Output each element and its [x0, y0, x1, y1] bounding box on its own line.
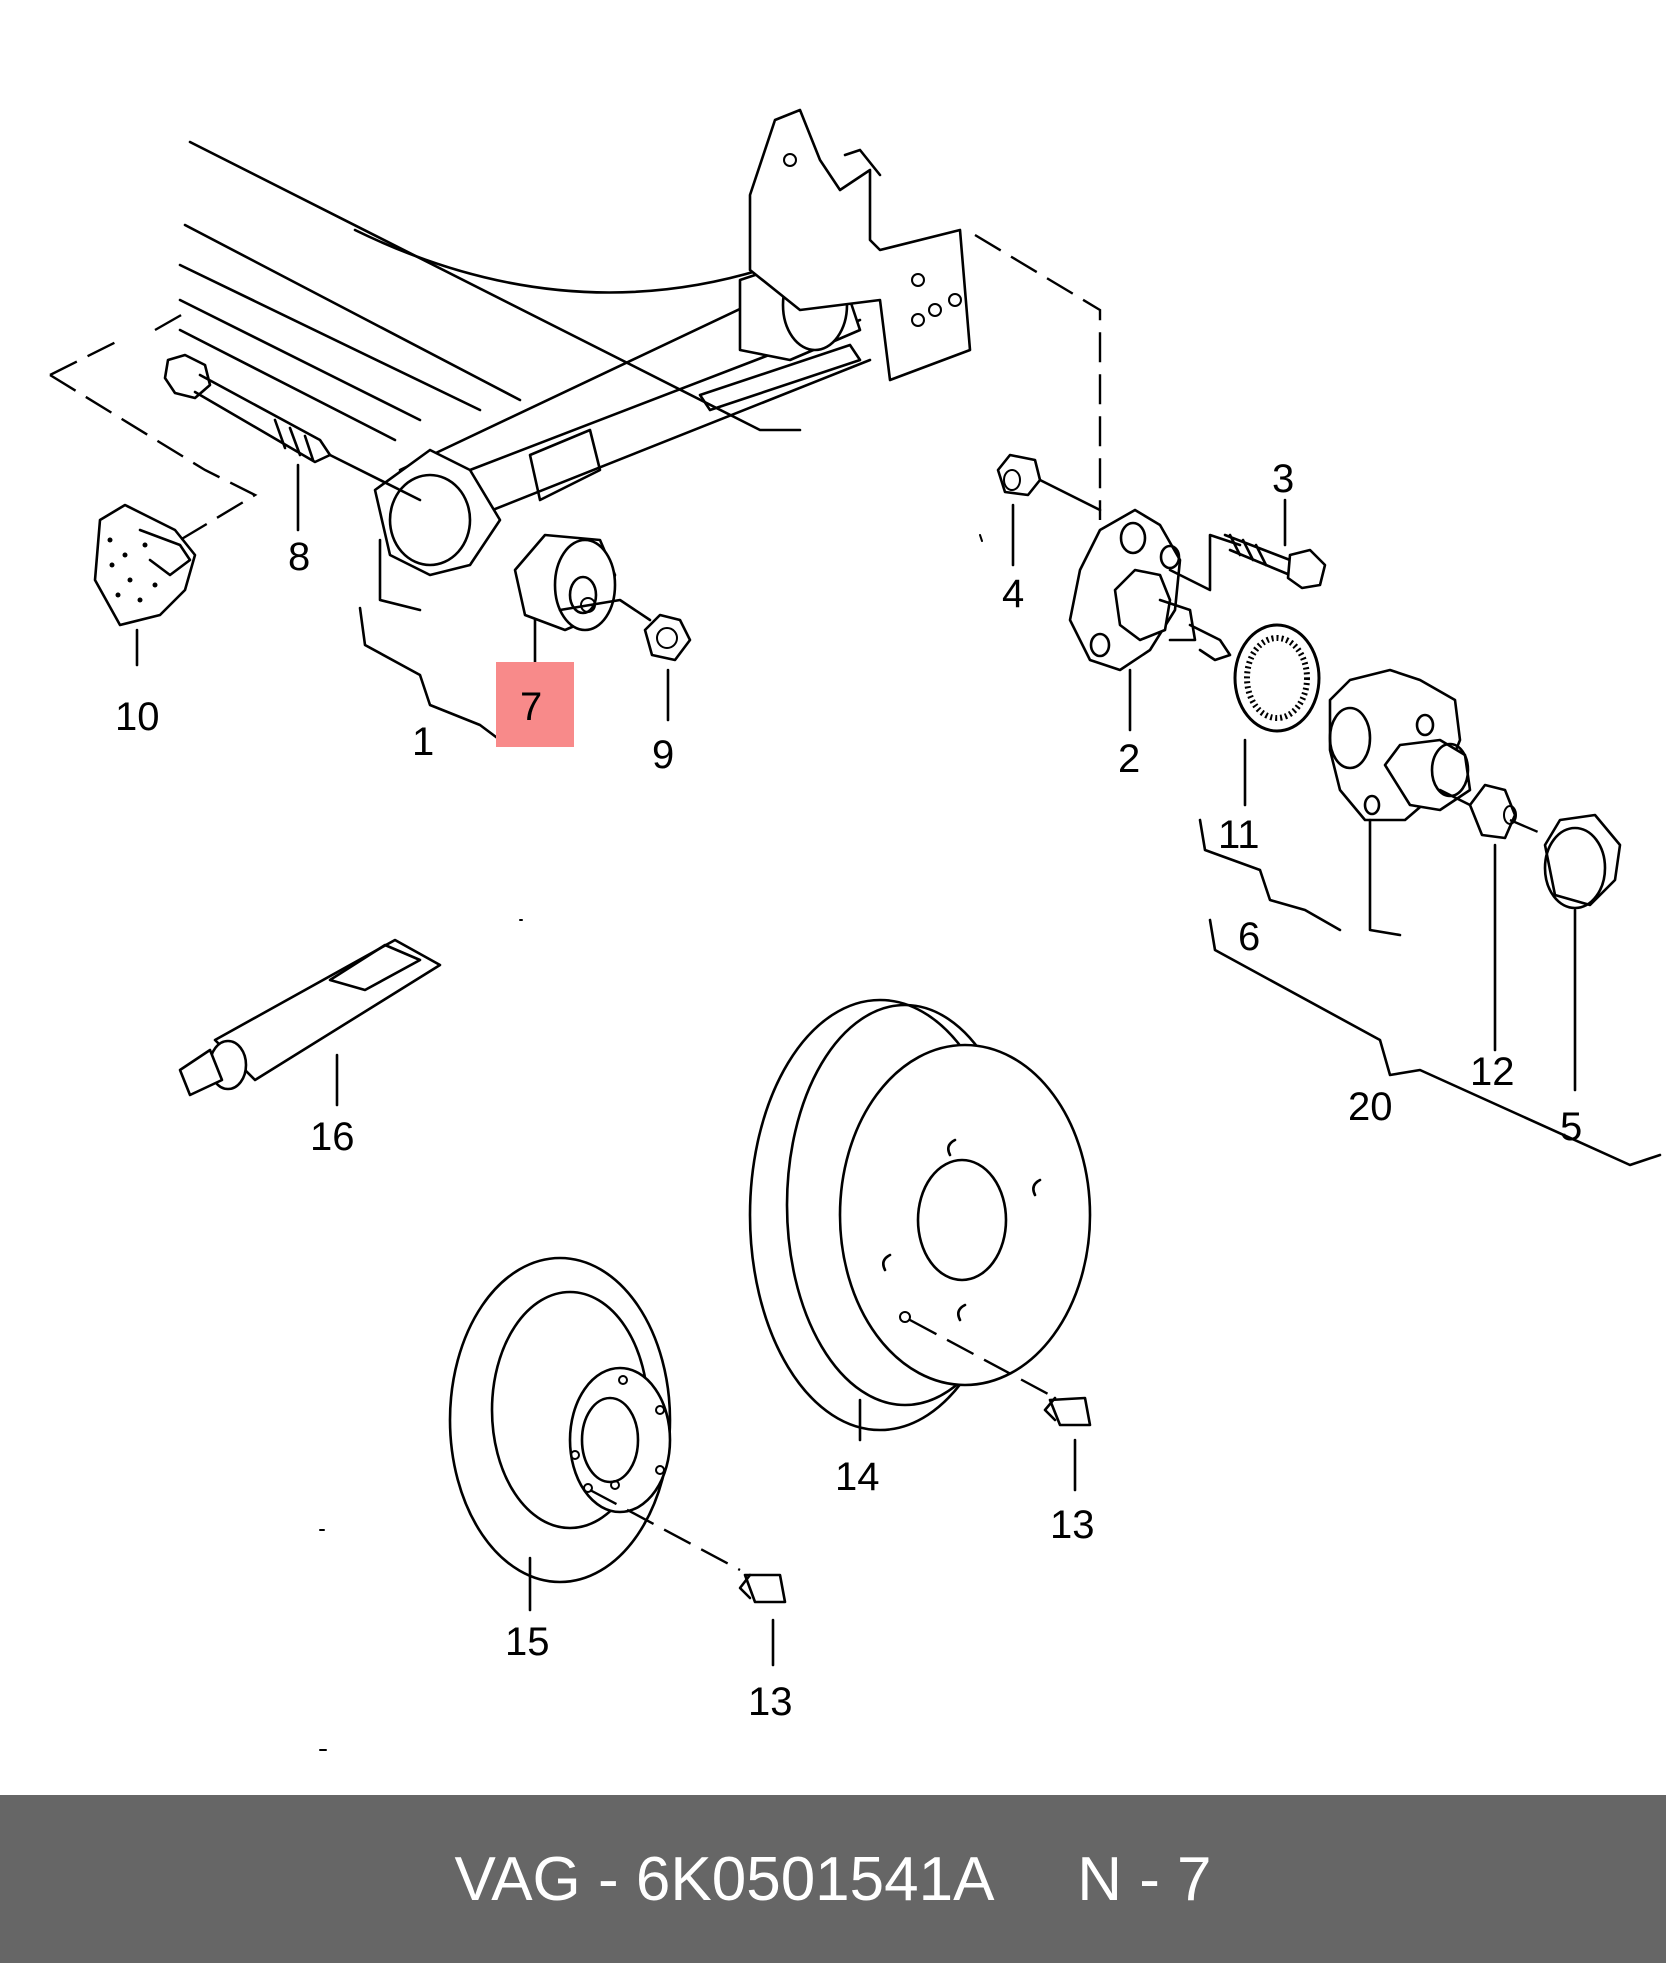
callout-7: 7 — [520, 685, 542, 729]
brake-disc-15 — [448, 1256, 741, 1612]
part-info-text: VAG - 6K0501541A N - 7 — [454, 1844, 1211, 1915]
callout-16: 16 — [310, 1115, 355, 1159]
callout-14: 14 — [835, 1455, 880, 1499]
mounting-bracket-10 — [93, 503, 197, 667]
callout-6: 6 — [1238, 915, 1260, 959]
callout-9: 9 — [652, 733, 674, 777]
callout-15: 15 — [505, 1620, 550, 1664]
callout-1: 1 — [412, 720, 434, 764]
callout-13-drum: 13 — [1050, 1503, 1095, 1547]
callout-20: 20 — [1348, 1085, 1393, 1129]
diagram-position: N - 7 — [1077, 1844, 1212, 1914]
callout-5: 5 — [1560, 1105, 1582, 1149]
callout-13-disc: 13 — [748, 1680, 793, 1724]
exploded-parts-diagram: 1 2 3 4 5 6 7 8 9 10 11 12 13 13 14 15 1… — [49, 108, 1662, 1751]
screw-13-drum — [1043, 1396, 1092, 1492]
cap-4 — [996, 453, 1102, 567]
callout-10: 10 — [115, 695, 160, 739]
grease-cap-5 — [1543, 813, 1622, 1092]
stub-axle-2 — [1068, 508, 1232, 732]
callout-4: 4 — [1002, 572, 1024, 616]
callout-3: 3 — [1272, 457, 1294, 501]
bushing-7 — [513, 533, 652, 672]
rear-axle-beam — [178, 108, 972, 612]
callout-8: 8 — [288, 535, 310, 579]
brake-drum-14 — [748, 998, 1092, 1442]
wheel-hub-6 — [1328, 668, 1502, 937]
callout-labels: 1 2 3 4 5 6 7 8 9 10 11 12 13 13 14 15 1… — [115, 457, 1582, 1724]
spacer — [991, 1845, 1077, 1914]
hub-nut-12 — [1468, 783, 1546, 1052]
screw-13-disc — [738, 1573, 787, 1667]
callout-11: 11 — [1218, 813, 1260, 857]
bolt-3 — [1168, 498, 1327, 592]
nut-9 — [643, 613, 692, 722]
abs-ring-11 — [1233, 623, 1321, 807]
callout-12: 12 — [1470, 1050, 1515, 1094]
separator: - — [580, 1844, 636, 1914]
part-info-footer: VAG - 6K0501541A N - 7 — [0, 1795, 1666, 1963]
label-7-highlight — [496, 662, 574, 747]
bolt-8 — [163, 353, 422, 532]
part-number: 6K0501541A — [635, 1844, 992, 1914]
callout-2: 2 — [1118, 737, 1140, 781]
brand-name: VAG — [454, 1844, 581, 1914]
sealant-tube-16 — [178, 938, 442, 1107]
